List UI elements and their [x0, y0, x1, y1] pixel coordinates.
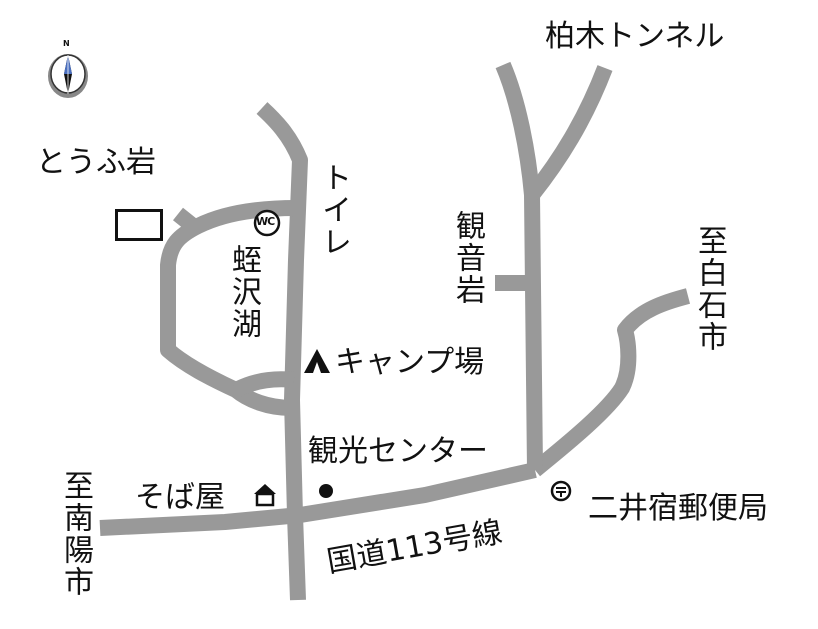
tent-icon — [304, 349, 330, 373]
wc-icon — [253, 209, 281, 237]
wc-badge-label: WC — [256, 215, 275, 228]
road-lake-inner — [232, 371, 295, 398]
label-lake: 蛭沢湖 — [226, 244, 261, 340]
compass-icon — [48, 54, 88, 98]
label-post-office: 二井宿郵便局 — [588, 491, 768, 526]
road-tofu-spur — [173, 207, 203, 237]
label-tofu-iwa: とうふ岩 — [36, 145, 156, 180]
compass-north-label: N — [63, 39, 70, 48]
label-campsite: キャンプ場 — [335, 345, 485, 380]
label-kannon-iwa: 観音岩 — [450, 210, 485, 306]
road-to-shiroishi — [529, 288, 691, 477]
label-toilet: トイレ — [316, 162, 351, 258]
road-lake — [256, 102, 308, 601]
post-office-icon — [550, 480, 572, 502]
label-kashiwagi-tunnel: 柏木トンネル — [545, 19, 725, 54]
label-visitor-center: 観光センター — [308, 434, 488, 469]
label-soba-shop: そば屋 — [135, 480, 225, 515]
label-to-shiroishi: 至白石市 — [692, 225, 727, 353]
rectangle-marker-icon — [115, 209, 163, 241]
dot-icon — [319, 484, 333, 498]
road-kashiwagi — [525, 65, 613, 200]
road-lake-loop — [160, 200, 297, 416]
house-icon — [254, 484, 276, 507]
road-kannon — [495, 61, 543, 471]
label-to-nanyo: 至南陽市 — [58, 470, 93, 598]
